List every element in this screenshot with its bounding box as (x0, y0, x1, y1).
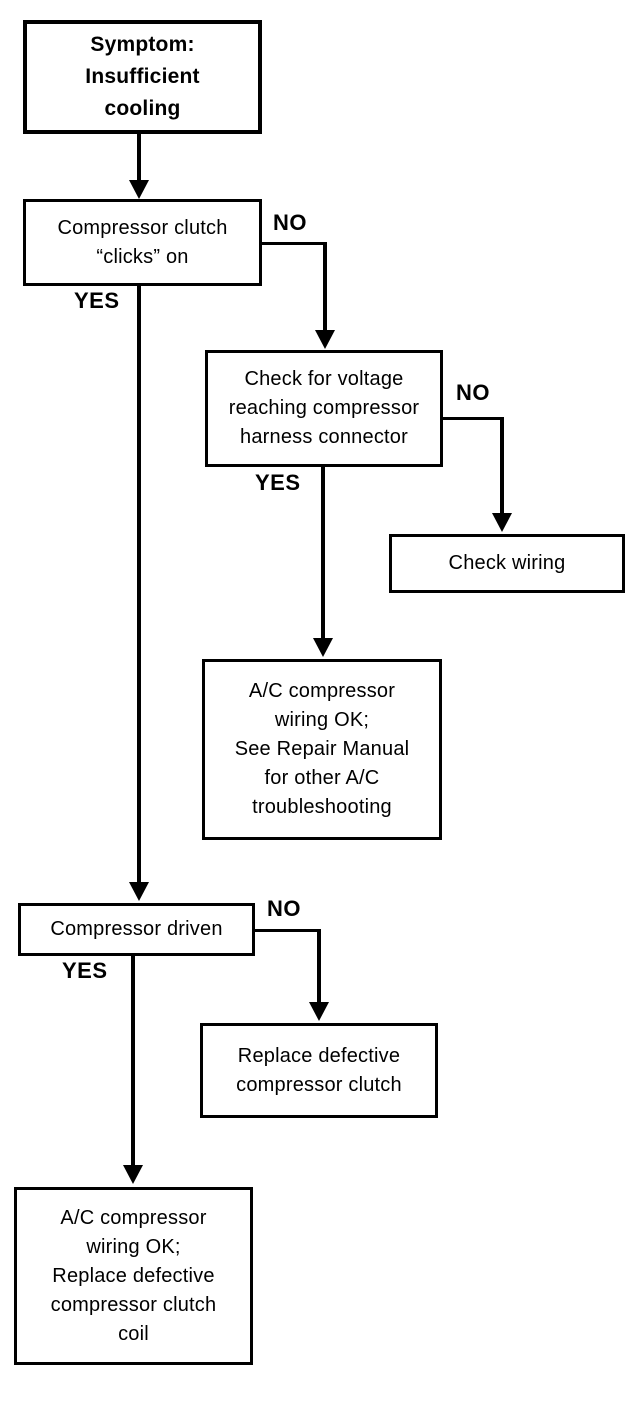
node-wiring-ok-replace-coil-text: A/C compressor wiring OK; Replace defect… (50, 1206, 217, 1345)
node-compressor-driven-text: Compressor driven (50, 918, 223, 940)
edge-label-no-driven: NO (267, 896, 301, 921)
connector-driven-no-hline (255, 929, 321, 932)
node-wiring-ok-replace-coil: A/C compressor wiring OK; Replace defect… (14, 1187, 253, 1365)
arrowhead-down-icon (123, 1165, 143, 1184)
node-replace-clutch: Replace defective compressor clutch (200, 1023, 438, 1118)
connector-clutch-yes-vline (137, 286, 141, 882)
arrowhead-down-icon (129, 882, 149, 901)
node-replace-clutch-text: Replace defective compressor clutch (236, 1044, 402, 1096)
node-clutch-clicks: Compressor clutch “clicks” on (23, 199, 262, 286)
connector-voltage-no-vline (500, 417, 504, 514)
connector-driven-yes-vline (131, 956, 135, 1166)
connector-driven-no-vline (317, 929, 321, 1004)
arrowhead-down-icon (315, 330, 335, 349)
node-wiring-ok-see-manual: A/C compressor wiring OK; See Repair Man… (202, 659, 442, 840)
connector-voltage-no-hline (443, 417, 504, 420)
node-symptom-text: Symptom: Insufficient cooling (85, 33, 200, 120)
arrowhead-down-icon (309, 1002, 329, 1021)
edge-label-yes-driven: YES (62, 958, 108, 983)
connector-voltage-yes-vline (321, 467, 325, 639)
edge-label-yes-voltage: YES (255, 470, 301, 495)
connector-symptom-to-clutch-line (137, 134, 141, 182)
node-check-voltage-text: Check for voltage reaching compressor ha… (228, 368, 420, 448)
node-compressor-driven: Compressor driven (18, 903, 255, 956)
node-symptom: Symptom: Insufficient cooling (23, 20, 262, 134)
arrowhead-down-icon (313, 638, 333, 657)
node-clutch-clicks-text: Compressor clutch “clicks” on (57, 216, 228, 268)
edge-label-yes-clutch: YES (74, 288, 120, 313)
connector-clutch-no-vline (323, 242, 327, 332)
edge-label-no-clutch: NO (273, 210, 307, 235)
arrowhead-down-icon (492, 513, 512, 532)
edge-label-no-voltage: NO (456, 380, 490, 405)
node-check-wiring: Check wiring (389, 534, 625, 593)
connector-clutch-no-hline (262, 242, 327, 245)
node-wiring-ok-see-manual-text: A/C compressor wiring OK; See Repair Man… (234, 680, 410, 818)
node-check-voltage: Check for voltage reaching compressor ha… (205, 350, 443, 467)
node-check-wiring-text: Check wiring (448, 552, 566, 574)
arrowhead-down-icon (129, 180, 149, 199)
